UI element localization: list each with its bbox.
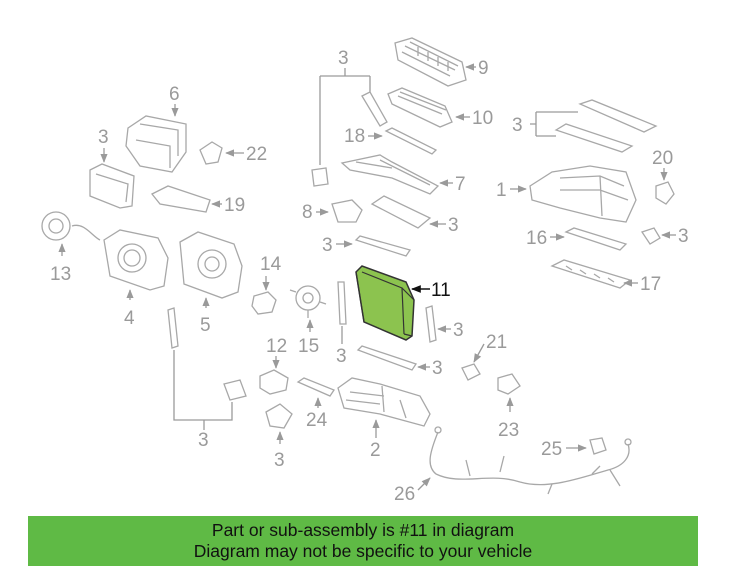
part-3-vertical-seal — [167, 307, 179, 349]
callout-13: 13 — [50, 264, 71, 285]
part-18-illustration — [384, 127, 438, 155]
callout-3g: 3 — [98, 127, 109, 148]
callout-1: 1 — [496, 180, 507, 201]
part-24-illustration — [296, 377, 335, 397]
callout-19: 19 — [224, 195, 245, 216]
callout-3f: 3 — [432, 358, 443, 379]
callout-8: 8 — [302, 202, 313, 223]
callout-16: 16 — [526, 228, 547, 249]
leader-3j — [530, 111, 578, 137]
part-16-illustration — [564, 227, 628, 251]
callout-3d: 3 — [336, 346, 347, 367]
callout-7: 7 — [455, 174, 466, 195]
parts-diagram: 9 10 3 18 7 8 3 3 11 3 3 — [41, 37, 689, 505]
callout-4: 4 — [124, 308, 135, 329]
callout-3k: 3 — [678, 226, 689, 247]
part-1-hvac-case — [529, 165, 637, 223]
part-23-illustration — [497, 373, 521, 395]
part-2-lower-housing — [337, 377, 431, 427]
callout-21: 21 — [486, 332, 507, 353]
part-12-illustration — [259, 369, 289, 395]
callout-25: 25 — [541, 439, 562, 460]
callout-3h: 3 — [198, 430, 209, 451]
part-4-blower-case — [103, 229, 169, 291]
callout-2: 2 — [370, 440, 381, 461]
part-3-right-clip — [640, 227, 661, 245]
part-13-blower-motor — [41, 211, 101, 241]
part-3-gasket — [265, 403, 293, 429]
banner-line-1: Part or sub-assembly is #11 in diagram — [211, 520, 515, 540]
leader-21 — [473, 343, 485, 363]
part-17-illustration — [550, 259, 632, 289]
callout-3e: 3 — [453, 320, 464, 341]
part-15-actuator — [289, 285, 327, 318]
part-19-illustration — [150, 185, 211, 213]
part-3-right-panel-b — [554, 123, 634, 153]
callout-24: 24 — [306, 410, 328, 431]
callout-26: 26 — [394, 484, 415, 505]
part-3-clip — [311, 167, 329, 187]
part-3-vertical-strip — [337, 281, 347, 325]
callout-15: 15 — [298, 336, 319, 357]
part-3-right-strip — [425, 305, 437, 343]
part-17-slots — [565, 265, 615, 283]
part-10-illustration — [387, 87, 453, 128]
part-3-frame-inner — [95, 173, 129, 203]
callout-23: 23 — [498, 420, 519, 441]
callout-5: 5 — [200, 315, 211, 336]
callout-10: 10 — [472, 108, 493, 129]
part-20-illustration — [655, 181, 675, 205]
part-6-duct — [125, 115, 187, 173]
info-banner: Part or sub-assembly is #11 in diagram D… — [28, 516, 698, 566]
callout-6: 6 — [169, 84, 180, 105]
leader-3a — [319, 68, 371, 165]
part-3-strip-mid — [354, 235, 412, 257]
callout-12: 12 — [266, 336, 287, 357]
part-3-lower-strip — [356, 345, 418, 371]
callout-22: 22 — [246, 144, 267, 165]
part-26-wiring-harness — [429, 426, 632, 495]
part-9-illustration — [394, 37, 467, 87]
callout-20: 20 — [652, 148, 673, 169]
part-3-right-panel-a — [578, 99, 658, 133]
part-7-illustration — [340, 154, 440, 195]
callout-11: 11 — [431, 280, 451, 301]
part-22-illustration — [199, 141, 223, 165]
callout-14: 14 — [260, 254, 282, 275]
part-14-illustration — [251, 291, 277, 315]
part-21-illustration — [461, 363, 481, 381]
leader-26 — [417, 477, 431, 491]
callout-3i: 3 — [274, 450, 285, 471]
part-25-illustration — [589, 437, 607, 455]
part-8-illustration — [331, 199, 363, 223]
part-11-evaporator — [355, 265, 415, 341]
callout-3a: 3 — [338, 48, 349, 69]
part-3-strip-top — [361, 91, 388, 127]
callout-18: 18 — [344, 126, 365, 147]
callout-3j: 3 — [512, 115, 523, 136]
callout-9: 9 — [478, 58, 489, 79]
part-3-filter — [370, 195, 432, 229]
callout-17: 17 — [640, 274, 661, 295]
callout-3b: 3 — [448, 215, 459, 236]
leader-3h — [173, 350, 233, 421]
part-3-bracket-small — [223, 379, 247, 401]
callout-3c: 3 — [322, 235, 333, 256]
banner-line-2: Diagram may not be specific to your vehi… — [193, 541, 533, 561]
part-5-blower-housing — [179, 231, 243, 299]
